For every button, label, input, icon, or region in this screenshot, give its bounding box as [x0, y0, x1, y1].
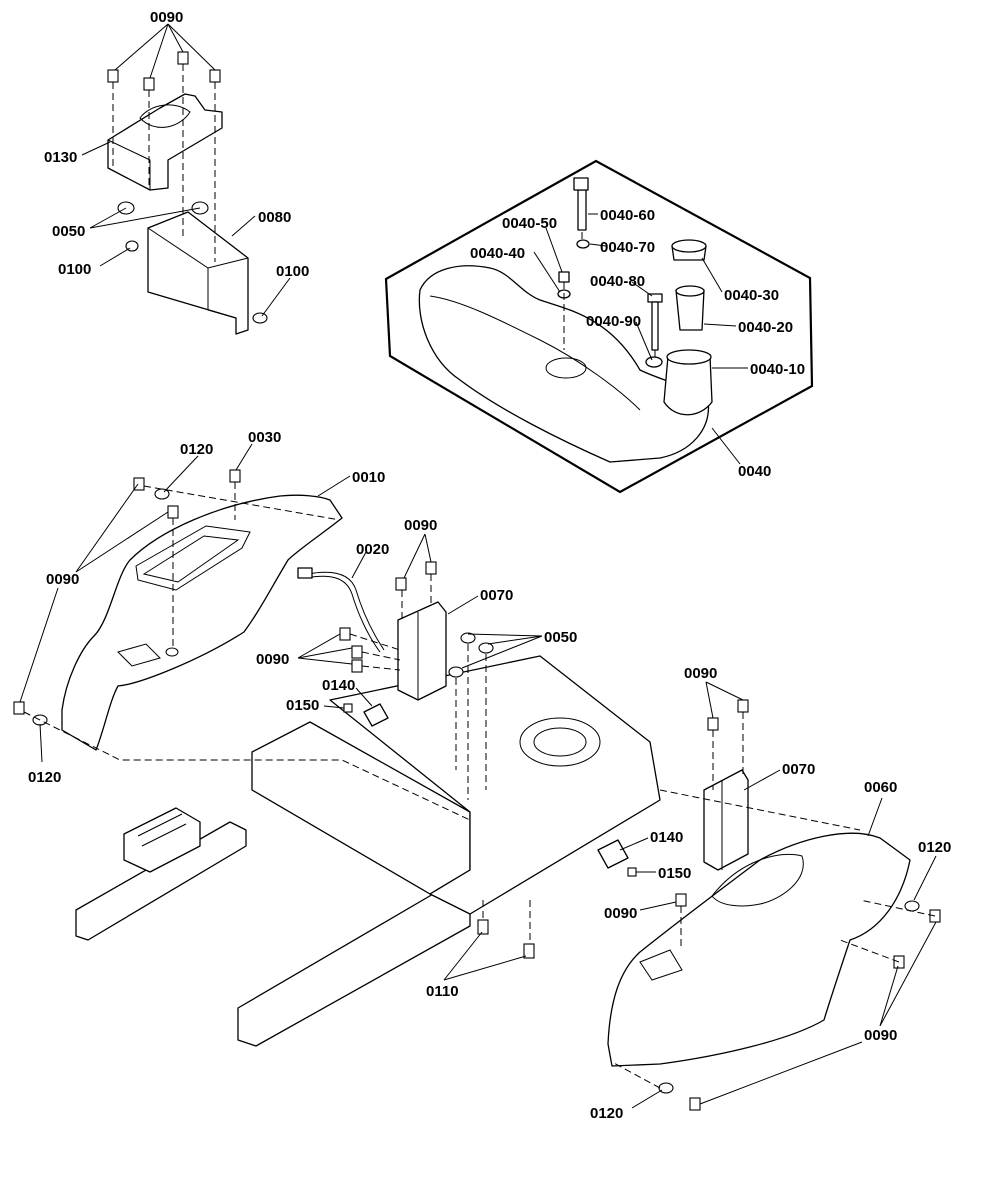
bracket-0070-mid	[397, 601, 447, 701]
label-0040-50: 0040-50	[502, 215, 557, 232]
plate-0130	[107, 93, 223, 191]
label-0040: 0040	[738, 463, 771, 480]
label-0100-right: 0100	[276, 263, 309, 280]
strainer-0040-20	[675, 285, 705, 331]
label-0090-mid: 0090	[404, 517, 437, 534]
label-0090-left: 0090	[46, 571, 79, 588]
label-0120-right: 0120	[918, 839, 951, 856]
label-0120-top: 0120	[180, 441, 213, 458]
seal-0040-90	[645, 356, 663, 368]
dipstick-0040-80	[647, 293, 663, 351]
label-0040-80: 0040-80	[590, 273, 645, 290]
label-0090-bottom-right: 0090	[864, 1027, 897, 1044]
label-0090-lower: 0090	[604, 905, 637, 922]
label-0060: 0060	[864, 779, 897, 796]
harness-0020	[297, 567, 385, 653]
label-0090-right: 0090	[684, 665, 717, 682]
label-0040-20: 0040-20	[738, 319, 793, 336]
label-0150-mid: 0150	[286, 697, 319, 714]
bracket-0080	[147, 211, 249, 335]
fuel-cap-0040-30	[671, 239, 707, 261]
dash-panel-0010	[61, 494, 343, 751]
label-0030: 0030	[248, 429, 281, 446]
label-0040-60: 0040-60	[600, 207, 655, 224]
dash-lines-main	[23, 482, 936, 1089]
label-0120-left: 0120	[28, 769, 61, 786]
label-0140-mid: 0140	[322, 677, 355, 694]
filler-neck-0040-10	[663, 349, 713, 416]
clip-0140-mid	[363, 703, 389, 727]
main-frame	[75, 655, 661, 1047]
label-0050-mid: 0050	[544, 629, 577, 646]
bracket-0070-right	[703, 769, 749, 871]
leader-lines	[19, 23, 937, 1109]
label-0090-top: 0090	[150, 9, 183, 26]
label-0040-90: 0040-90	[586, 313, 641, 330]
label-0090-bolts: 0090	[256, 651, 289, 668]
label-0050-top: 0050	[52, 223, 85, 240]
fender-0060	[607, 832, 911, 1067]
label-0040-30: 0040-30	[724, 287, 779, 304]
label-0070-mid: 0070	[480, 587, 513, 604]
label-0010: 0010	[352, 469, 385, 486]
label-0110: 0110	[426, 983, 459, 1000]
label-0140-right: 0140	[650, 829, 683, 846]
label-0150-right: 0150	[658, 865, 691, 882]
label-0040-10: 0040-10	[750, 361, 805, 378]
label-0040-70: 0040-70	[600, 239, 655, 256]
clip-0140-right	[597, 839, 629, 869]
fuel-gauge-0040-60	[573, 177, 589, 231]
washer-0040-70	[576, 239, 590, 249]
label-0040-40: 0040-40	[470, 245, 525, 262]
label-0120-bottom: 0120	[590, 1105, 623, 1122]
label-0020: 0020	[356, 541, 389, 558]
callout-labels: 0090 0130 0050 0080 0100 0100 0040-60 00…	[28, 9, 951, 1122]
label-0130: 0130	[44, 149, 77, 166]
label-0070-right: 0070	[782, 761, 815, 778]
fuel-tank-inset	[384, 159, 814, 494]
label-0080: 0080	[258, 209, 291, 226]
label-0100-left: 0100	[58, 261, 91, 278]
